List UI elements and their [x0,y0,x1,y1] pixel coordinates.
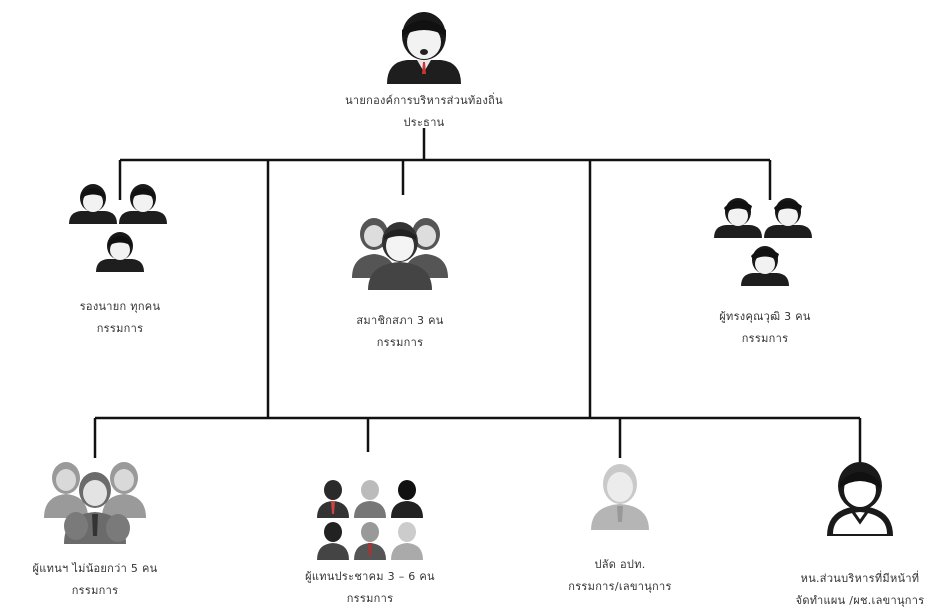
user-avatar-icon [827,462,893,536]
council-members-role: กรรมการ [376,336,424,349]
clerk-title: ปลัด อปท. [594,558,646,571]
node-experts: ผู้ทรงคุณวุฒิ 3 คน กรรมการ [670,196,860,350]
single-person-icon [591,464,649,530]
three-people-icon [69,184,167,272]
experts-role: กรรมการ [741,332,789,345]
group-people-icon [352,218,448,290]
node-community-representatives: ผู้แทนประชาคม 3 – 6 คน กรรมการ [280,480,460,610]
three-people-icon [714,198,812,286]
node-representatives: ผู้แทนฯ ไม่น้อยกว่า 5 คน กรรมการ [10,456,180,602]
community-representatives-role: กรรมการ [346,592,394,605]
six-people-icon [317,480,423,560]
experts-title: ผู้ทรงคุณวุฒิ 3 คน [719,310,811,323]
vice-mayors-title: รองนายก ทุกคน [79,300,161,313]
node-council-members: สมาชิกสภา 3 คน กรรมการ [310,210,490,354]
node-clerk: ปลัด อปท. กรรมการ/เลขานุการ [545,462,695,598]
male-person-icon [387,12,461,84]
chairman-title: นายกองค์การบริหารส่วนท้องถิ่น [345,94,503,107]
representatives-title: ผู้แทนฯ ไม่น้อยกว่า 5 คน [32,562,158,575]
chairman-role: ประธาน [403,116,445,129]
node-vice-mayors: รองนายก ทุกคน กรรมการ [30,182,210,340]
community-representatives-title: ผู้แทนประชาคม 3 – 6 คน [305,570,435,583]
planning-head-role: จัดทำแผน /ผช.เลขานุการ [795,594,925,607]
node-chairman: นายกองค์การบริหารส่วนท้องถิ่น ประธาน [324,6,524,134]
council-members-title: สมาชิกสภา 3 คน [356,314,444,327]
clerk-role: กรรมการ/เลขานุการ [568,580,672,593]
planning-head-title: หน.ส่วนบริหารที่มีหน้าที่ [800,572,920,585]
representatives-role: กรรมการ [71,584,119,597]
crowd-icon [44,462,146,544]
node-planning-head: หน.ส่วนบริหารที่มีหน้าที่ จัดทำแผน /ผช.เ… [770,462,950,612]
vice-mayors-role: กรรมการ [96,322,144,335]
